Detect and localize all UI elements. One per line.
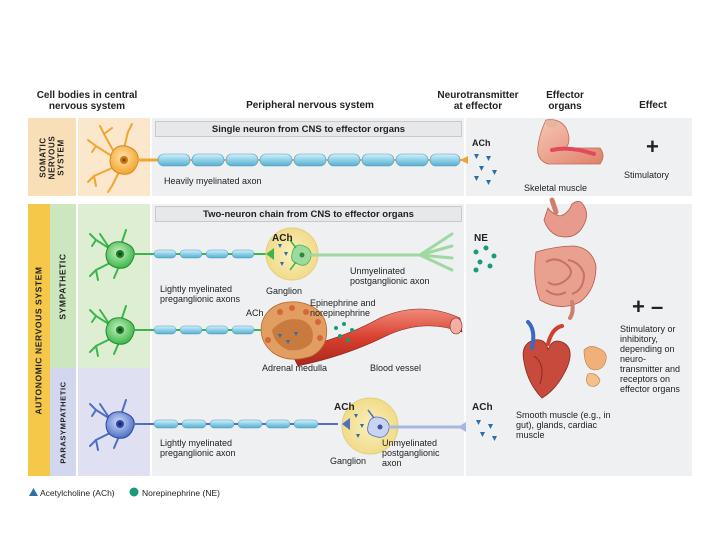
somatic-nt-label: ACh — [472, 138, 491, 148]
somatic-sign: + — [646, 134, 659, 159]
legend-ne-marker — [129, 487, 139, 497]
symp-ganglion-label: Ganglion — [266, 286, 303, 296]
symp-unmyelinated-label: Unmyelinated postganglionic axon — [350, 266, 430, 286]
symp-lightly-myelinated-label: Lightly myelinated preganglionic axons — [160, 284, 241, 304]
symp-postganglionic-axon — [310, 232, 454, 272]
symp-neuron-2 — [89, 305, 262, 357]
header-effector-organs: Effector organs — [546, 90, 584, 112]
para-postganglionic-axon — [388, 422, 466, 432]
symp-neuron-1 — [89, 229, 270, 281]
header-neurotransmitter: Neurotransmitter at effector — [437, 90, 519, 112]
somatic-myelinated-axon — [156, 153, 468, 167]
adrenal-medulla-icon — [260, 301, 354, 360]
para-ach-molecules — [476, 420, 497, 441]
autonomic-effect-label: Stimulatory or inhibitory, depending on … — [620, 324, 681, 394]
skeletal-muscle-icon — [537, 119, 604, 165]
somatic-neuron — [87, 123, 158, 193]
somatic-organ-label: Skeletal muscle — [524, 183, 588, 193]
epinephrine-label: Epinephrine and norepinephrine — [310, 298, 376, 318]
para-lightly-myelinated-label: Lightly myelinated preganglionic axon — [160, 438, 236, 458]
stomach-icon — [543, 197, 587, 238]
blood-vessel-label: Blood vessel — [370, 363, 422, 373]
somatic-ach-molecules — [474, 154, 497, 185]
symp-ne-label: NE — [474, 233, 488, 244]
adrenal-ach-label: ACh — [246, 308, 264, 318]
para-ganglion-label: Ganglion — [330, 456, 367, 466]
symp-ganglion — [265, 227, 319, 281]
symp-ne-molecules — [473, 245, 497, 273]
heart-icon — [522, 320, 571, 399]
para-unmyelinated-label: Unmyelinated postganglionic axon — [382, 438, 440, 468]
somatic-axon-label: Heavily myelinated axon — [164, 176, 262, 186]
header-cell-bodies: Cell bodies in central nervous system — [36, 90, 138, 112]
autonomic-side-label: AUTONOMIC NERVOUS SYSTEM — [28, 204, 50, 476]
smooth-muscle-label: Smooth muscle (e.g., in gut), glands, ca… — [516, 410, 611, 440]
legend-ach-marker — [29, 488, 38, 496]
sympathetic-side-label: SYMPATHETIC — [50, 204, 76, 368]
legend-ach-label: Acetylcholine (ACh) — [40, 488, 115, 498]
autonomic-banner: Two-neuron chain from CNS to effector or… — [155, 206, 462, 222]
glands-icon — [583, 346, 607, 387]
somatic-side-label: SOMATIC NERVOUS SYSTEM — [28, 118, 76, 196]
somatic-effect-label: Stimulatory — [624, 170, 670, 180]
header-effect: Effect — [639, 100, 667, 111]
blood-vessel-icon — [289, 308, 463, 367]
para-ganglion-ach-label: ACh — [334, 402, 355, 413]
intestine-icon — [534, 245, 597, 320]
para-effector-ach-label: ACh — [472, 402, 493, 413]
header-peripheral: Peripheral nervous system — [246, 100, 374, 111]
adrenal-medulla-label: Adrenal medulla — [262, 363, 328, 373]
para-ganglion — [341, 397, 399, 455]
somatic-banner: Single neuron from CNS to effector organ… — [155, 121, 462, 137]
symp-ganglion-ach-label: ACh — [272, 233, 293, 244]
legend-ne-label: Norepinephrine (NE) — [142, 488, 220, 498]
parasympathetic-side-label: PARASYMPATHETIC — [50, 368, 76, 476]
para-neuron — [89, 399, 338, 451]
autonomic-sign: + – — [632, 294, 664, 319]
